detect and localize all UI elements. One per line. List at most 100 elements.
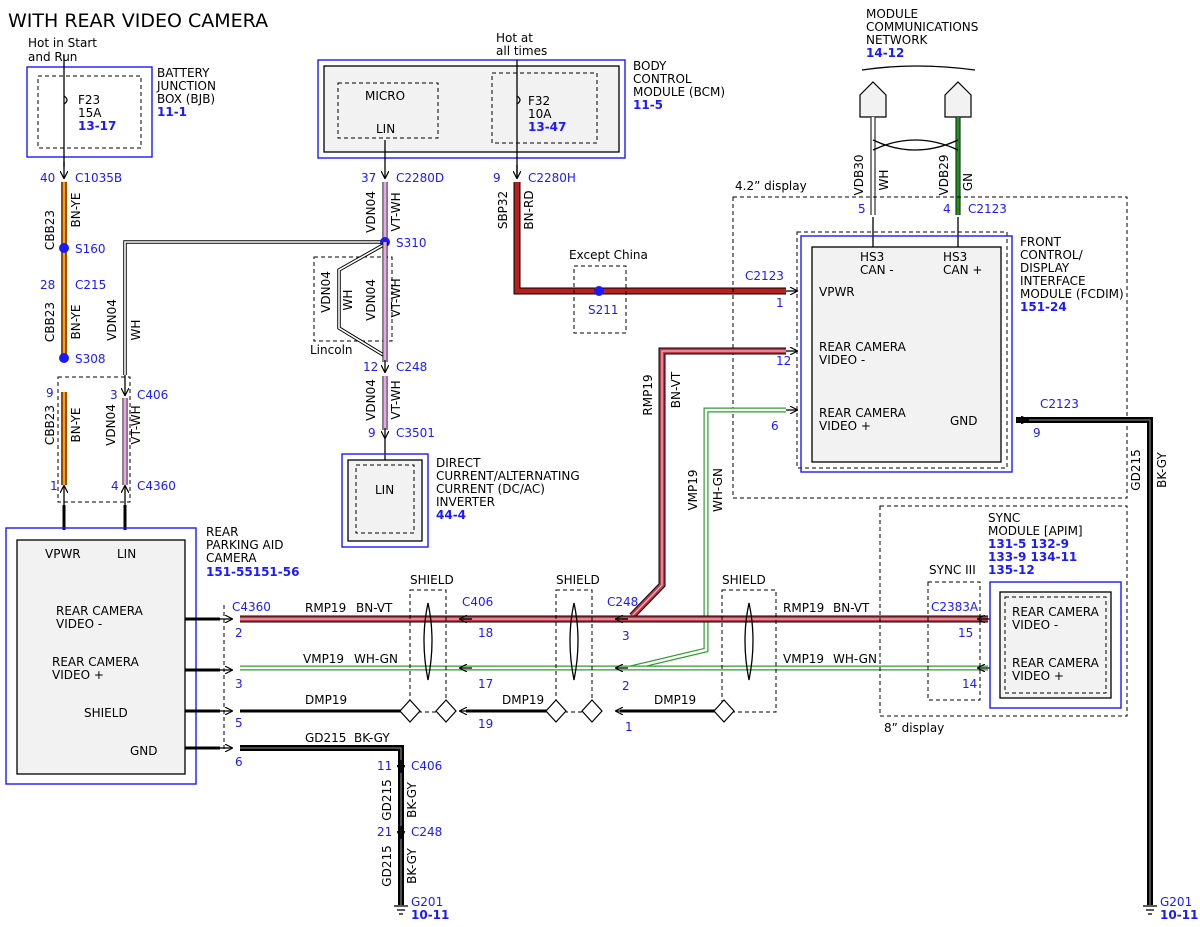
sync-video-minus-2: VIDEO - xyxy=(1012,618,1058,632)
pin-9-gnd: 9 xyxy=(1033,426,1041,440)
fuse-f32-ref: 13-47 xyxy=(528,120,566,134)
bcm-lin: LIN xyxy=(376,122,395,136)
camera-label-1: REAR xyxy=(206,525,238,539)
wire-bkgy-color-bus: BK-GY xyxy=(354,731,390,745)
pin-9: 9 xyxy=(46,386,54,400)
camera-shield: SHIELD xyxy=(84,706,128,720)
wire-rmp19-fcdim-tracer xyxy=(631,350,786,617)
can-twist-icon xyxy=(872,139,959,151)
wire-bnrd-color: BN-RD xyxy=(522,190,536,229)
wire-cbb23-color-3: BN-YE xyxy=(69,407,83,442)
shield-box-3 xyxy=(721,589,777,713)
network-ref: 14-12 xyxy=(866,46,904,60)
connector-c2280d: C2280D xyxy=(396,171,444,185)
shield-box-2 xyxy=(555,589,593,713)
sync-body xyxy=(999,591,1112,699)
fcdim-video-plus-1: REAR CAMERA xyxy=(819,406,907,420)
shield-2-diamond-icon xyxy=(545,699,567,723)
wire-bkgy-color-down1: BK-GY xyxy=(405,782,419,818)
camera-vpwr: VPWR xyxy=(45,547,81,561)
connector-c406-left: C406 xyxy=(137,388,168,402)
wire-vdn04-name-bcm: VDN04 xyxy=(364,191,378,233)
shield-1-icon xyxy=(423,602,433,681)
wire-vdb29-name: VDB29 xyxy=(937,155,951,196)
wire-vdn04-name-lower: VDN04 xyxy=(104,404,118,446)
connector-c248-top: C248 xyxy=(396,360,427,374)
fuse-f32-amp: 10A xyxy=(528,107,552,121)
sync-label-1: SYNC xyxy=(988,511,1020,525)
bjb-label-1: BATTERY xyxy=(157,66,210,80)
bjb-label-2: JUNCTION xyxy=(156,79,216,93)
pin-15-sync: 15 xyxy=(958,626,973,640)
network-connector-gn-icon xyxy=(944,81,972,118)
network-label-1: MODULE xyxy=(866,7,918,21)
pin-11-c406: 11 xyxy=(377,759,392,773)
wire-gd215-lower-tracer xyxy=(240,747,402,905)
fcdim-can-minus-1: HS3 xyxy=(860,250,884,264)
sync-ref-3: 135-12 xyxy=(988,563,1035,577)
shield-1-diamond-right-icon xyxy=(435,699,457,723)
pin-5-can: 5 xyxy=(858,202,866,216)
pin-5-c4360: 5 xyxy=(235,716,243,730)
camera-gnd: GND xyxy=(130,744,158,758)
fcdim-video-minus-1: REAR CAMERA xyxy=(819,340,907,354)
fcdim-label-4: INTERFACE xyxy=(1020,274,1086,288)
shield-2-diamond-right-icon xyxy=(581,699,603,723)
connector-c215: C215 xyxy=(75,278,106,292)
fcdim-frame xyxy=(800,235,1013,473)
fuse-f23-icon xyxy=(63,95,68,105)
pin-17-c406: 17 xyxy=(478,677,493,691)
sync-ref-1: 131-5 132-9 xyxy=(988,537,1069,551)
fuse-f23-amp: 15A xyxy=(78,106,102,120)
wire-whgn-color-vert: WH-GN xyxy=(711,468,725,512)
wire-whgn-color-bus2: WH-GN xyxy=(833,652,877,666)
network-brace xyxy=(861,65,976,71)
wire-whgn-color-bus1: WH-GN xyxy=(354,652,398,666)
inverter-label-3: CURRENT (DC/AC) xyxy=(436,482,545,496)
bjb-inner xyxy=(37,75,142,149)
pin-2-c248: 2 xyxy=(622,679,630,693)
pin-4-can: 4 xyxy=(943,202,951,216)
inverter-ref: 44-4 xyxy=(436,508,466,522)
bcm-frame xyxy=(317,59,626,159)
fcdim-vpwr: VPWR xyxy=(819,285,855,299)
wire-wh-color-left: WH xyxy=(129,320,143,341)
wire-gd215-fcdim-tracer xyxy=(1016,419,1151,905)
fcdim-display: 4.2” display xyxy=(735,179,807,193)
connector-c248-bus: C248 xyxy=(607,595,638,609)
connector-c3501: C3501 xyxy=(396,426,435,440)
camera-lin: LIN xyxy=(117,547,136,561)
inverter-label-2: CURRENT/ALTERNATING xyxy=(436,469,580,483)
wire-cbb23-name-2: CBB23 xyxy=(43,302,57,342)
sync-video-plus-2: VIDEO + xyxy=(1012,669,1064,683)
camera-video-minus-2: VIDEO - xyxy=(56,617,102,631)
lincoln-dash-box xyxy=(313,256,393,342)
inverter-frame xyxy=(341,453,429,548)
wire-bnvt-color-bus2: BN-VT xyxy=(833,601,870,615)
wire-dmp19-name-bus1: DMP19 xyxy=(305,693,347,707)
camera-label-3: CAMERA xyxy=(206,551,257,565)
shield-3-diamond-icon xyxy=(713,699,735,723)
sync-sub: SYNC III xyxy=(929,563,976,577)
wire-vdn04-wh xyxy=(124,241,384,375)
shield-1-diamond-icon xyxy=(399,699,421,723)
fuse-f23: F23 xyxy=(78,93,100,107)
sync-inner xyxy=(1004,596,1107,694)
camera-body xyxy=(16,539,186,775)
connector-c248-gnd: C248 xyxy=(411,825,442,839)
wire-vmp19-name-vert: VMP19 xyxy=(686,469,700,510)
pin-1-vpwr: 1 xyxy=(776,296,784,310)
splice-s211-dot xyxy=(594,286,604,296)
wire-gd215-name-bus: GD215 xyxy=(305,731,346,745)
inverter-label-4: INVERTER xyxy=(436,495,495,509)
sync-display: 8” display xyxy=(884,721,944,735)
pin-19-c406: 19 xyxy=(478,717,493,731)
pin-4-c4360: 4 xyxy=(111,479,119,493)
pin-9-c2280h: 9 xyxy=(493,171,501,185)
fcdim-label-3: DISPLAY xyxy=(1020,261,1070,275)
wire-vdn04-name-left: VDN04 xyxy=(105,299,119,341)
inverter-lin: LIN xyxy=(375,483,394,497)
pin-1-c248: 1 xyxy=(625,720,633,734)
fcdim-body xyxy=(811,246,1002,463)
fcdim-can-plus-1: HS3 xyxy=(943,250,967,264)
